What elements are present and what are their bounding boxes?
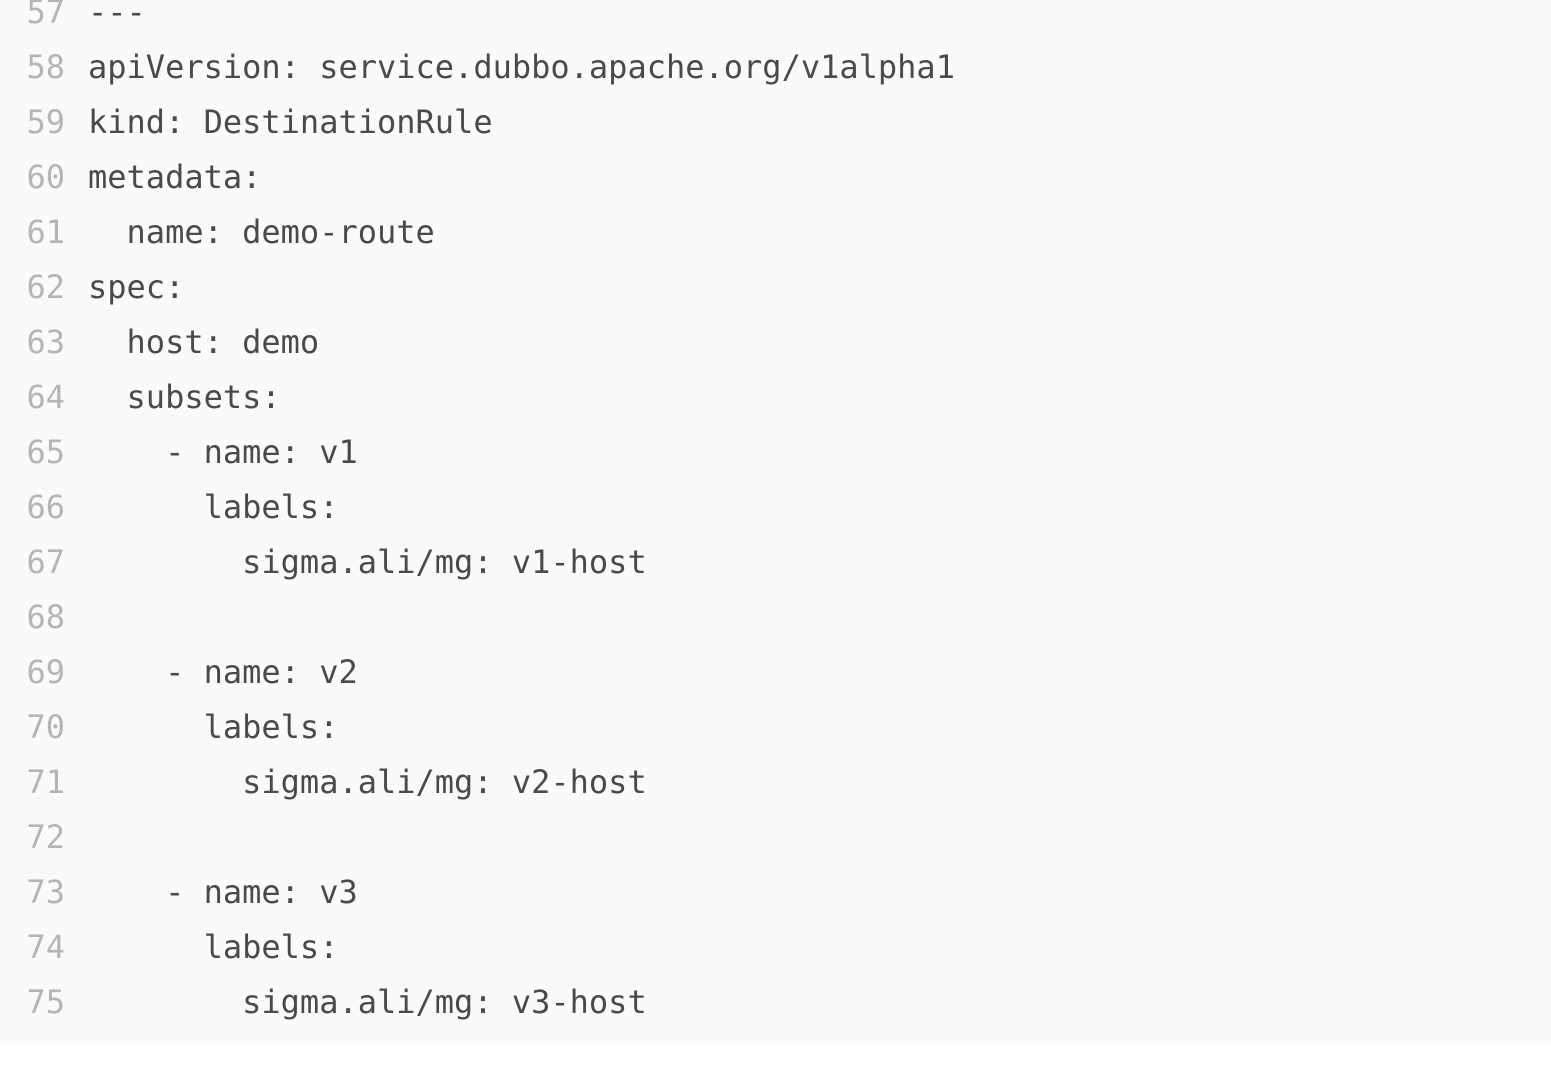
- code-line: 71 sigma.ali/mg: v2-host: [0, 755, 1551, 810]
- code-line: 73 - name: v3: [0, 865, 1551, 920]
- code-line: 75 sigma.ali/mg: v3-host: [0, 975, 1551, 1030]
- line-number: 62: [26, 268, 65, 306]
- line-number: 70: [26, 708, 65, 746]
- line-number: 67: [26, 543, 65, 581]
- code-line: 57 ---: [0, 0, 1551, 40]
- line-number: 74: [26, 928, 65, 966]
- line-number: 57: [26, 0, 65, 31]
- code-line: 69 - name: v2: [0, 645, 1551, 700]
- bottom-divider: [0, 1043, 1551, 1067]
- code-text: sigma.ali/mg: v2-host: [88, 763, 647, 801]
- code-text: - name: v1: [88, 433, 358, 471]
- code-line: 64 subsets:: [0, 370, 1551, 425]
- code-text: spec:: [88, 268, 185, 306]
- code-line: 65 - name: v1: [0, 425, 1551, 480]
- line-number: 69: [26, 653, 65, 691]
- code-text: ---: [88, 0, 146, 31]
- code-line: 59 kind: DestinationRule: [0, 95, 1551, 150]
- line-number: 59: [26, 103, 65, 141]
- line-number: 68: [26, 598, 65, 636]
- code-line: 72: [0, 810, 1551, 865]
- code-text: metadata:: [88, 158, 262, 196]
- line-number: 65: [26, 433, 65, 471]
- code-text: subsets:: [88, 378, 281, 416]
- code-line: 58 apiVersion: service.dubbo.apache.org/v…: [0, 40, 1551, 95]
- code-text: labels:: [88, 928, 339, 966]
- line-number: 64: [26, 378, 65, 416]
- code-text: host: demo: [88, 323, 320, 361]
- code-text: - name: v3: [88, 873, 358, 911]
- line-number: 75: [26, 983, 65, 1021]
- line-number: 63: [26, 323, 65, 361]
- code-line: 74 labels:: [0, 920, 1551, 975]
- code-line: 70 labels:: [0, 700, 1551, 755]
- line-number: 58: [26, 48, 65, 86]
- code-line: 61 name: demo-route: [0, 205, 1551, 260]
- code-text: labels:: [88, 708, 339, 746]
- code-text: - name: v2: [88, 653, 358, 691]
- line-number: 72: [26, 818, 65, 856]
- code-text: sigma.ali/mg: v1-host: [88, 543, 647, 581]
- code-text: name: demo-route: [88, 213, 435, 251]
- code-line: 66 labels:: [0, 480, 1551, 535]
- line-number: 61: [26, 213, 65, 251]
- code-text: apiVersion: service.dubbo.apache.org/v1a…: [88, 48, 955, 86]
- code-line: 62 spec:: [0, 260, 1551, 315]
- line-number: 71: [26, 763, 65, 801]
- code-text: kind: DestinationRule: [88, 103, 493, 141]
- line-number: 73: [26, 873, 65, 911]
- code-line: 67 sigma.ali/mg: v1-host: [0, 535, 1551, 590]
- code-lines: 57 --- 58 apiVersion: service.dubbo.apache.…: [0, 0, 1551, 1030]
- code-text: labels:: [88, 488, 339, 526]
- code-text: [65, 590, 88, 645]
- code-text: sigma.ali/mg: v3-host: [88, 983, 647, 1021]
- code-line: 68: [0, 590, 1551, 645]
- code-line: 63 host: demo: [0, 315, 1551, 370]
- code-line: 60 metadata:: [0, 150, 1551, 205]
- line-number: 60: [26, 158, 65, 196]
- line-number: 66: [26, 488, 65, 526]
- code-text: [65, 810, 88, 865]
